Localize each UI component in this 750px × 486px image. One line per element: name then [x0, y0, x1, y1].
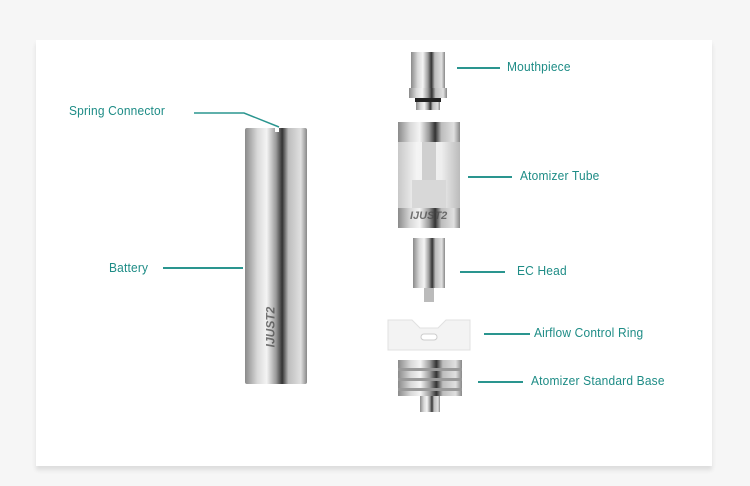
airflow-ring-leader: [484, 333, 530, 335]
label-atomizer-tube: Atomizer Tube: [520, 168, 600, 183]
label-spring-connector: Spring Connector: [69, 103, 166, 118]
mouthpiece-part: [409, 52, 447, 110]
atomizer-base-part: [398, 360, 462, 412]
battery-part: [245, 128, 307, 384]
diagram-panel: [36, 40, 712, 466]
label-airflow-control-ring: Airflow Control Ring: [534, 325, 644, 340]
ec-head-part: [413, 238, 445, 302]
label-ec-head: EC Head: [517, 263, 567, 278]
ec-head-leader: [460, 271, 505, 273]
label-battery: Battery: [109, 260, 149, 275]
tube-brand-marking: IJUST2: [410, 210, 448, 222]
airflow-ring-part: [387, 319, 471, 351]
mouthpiece-leader: [457, 67, 500, 69]
label-atomizer-standard-base: Atomizer Standard Base: [531, 373, 665, 388]
atomizer-tube-leader: [468, 176, 512, 178]
battery-brand-marking: IJUST2: [263, 306, 278, 348]
atomizer-tube-part: [398, 122, 460, 228]
atomizer-base-leader: [478, 381, 523, 383]
battery-leader: [163, 267, 243, 269]
spring-connector-leader: [194, 112, 280, 128]
label-mouthpiece: Mouthpiece: [507, 59, 571, 74]
